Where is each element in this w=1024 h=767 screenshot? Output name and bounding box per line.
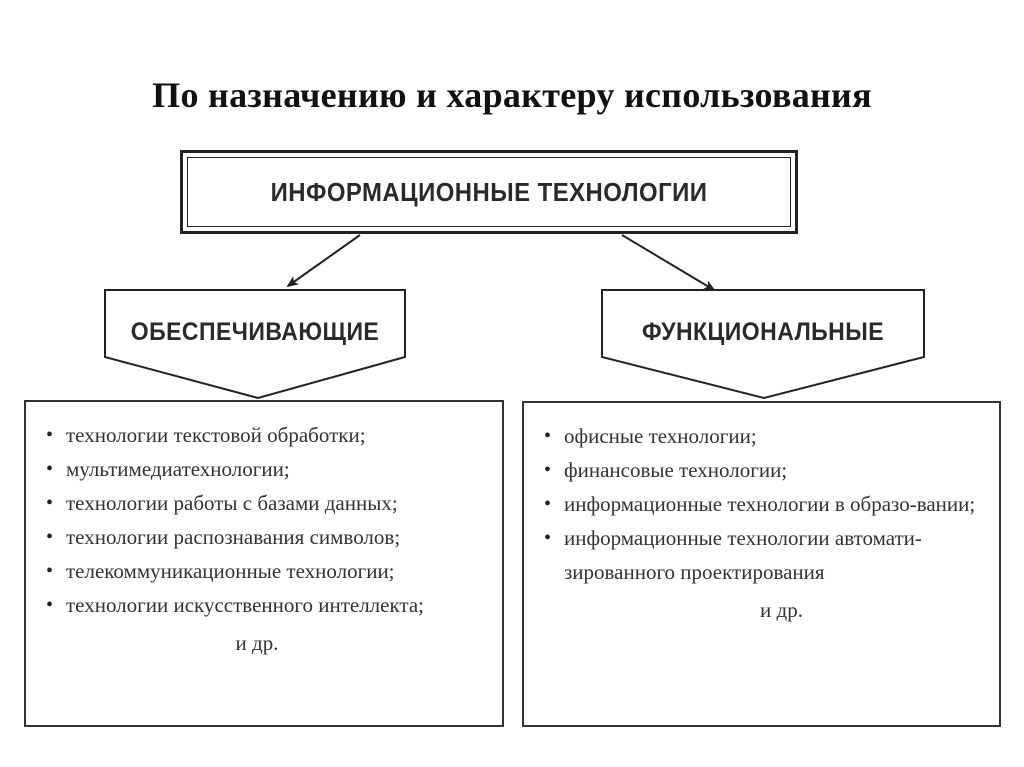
list-item: мультимедиатехнологии;: [44, 452, 484, 486]
right-etc-text: и др.: [760, 598, 803, 622]
page-title: По назначению и характеру использования: [152, 75, 872, 115]
right-list: офисные технологии; финансовые технологи…: [542, 419, 981, 589]
list-item: технологии текстовой обработки;: [44, 418, 484, 452]
root-node-box: ИНФОРМАЦИОННЫЕ ТЕХНОЛОГИИ: [180, 150, 798, 234]
right-category-label: ФУНКЦИОНАЛЬНЫЕ: [641, 318, 885, 346]
list-item: информационные технологии в образо-вании…: [542, 487, 981, 521]
list-item: технологии искусственного интеллекта;: [44, 588, 484, 622]
right-list-box: офисные технологии; финансовые технологи…: [522, 401, 1001, 727]
list-item: телекоммуникационные технологии;: [44, 554, 484, 588]
left-arrow: [286, 234, 361, 288]
left-pentagon-shape: [104, 289, 406, 400]
list-item: технологии распознавания символов;: [44, 520, 484, 554]
right-pentagon-shape: [601, 289, 925, 400]
left-list-box: технологии текстовой обработки; мультиме…: [24, 400, 504, 727]
list-item: информационные технологии автомати-зиров…: [542, 521, 981, 589]
list-item: технологии работы с базами данных;: [44, 486, 484, 520]
left-list: технологии текстовой обработки; мультиме…: [44, 418, 484, 622]
left-etc-text: и др.: [235, 631, 279, 655]
left-category-label: ОБЕСПЕЧИВАЮЩИЕ: [130, 318, 380, 346]
list-item: офисные технологии;: [542, 419, 981, 453]
right-arrow: [621, 234, 716, 292]
list-item: финансовые технологии;: [542, 453, 981, 487]
